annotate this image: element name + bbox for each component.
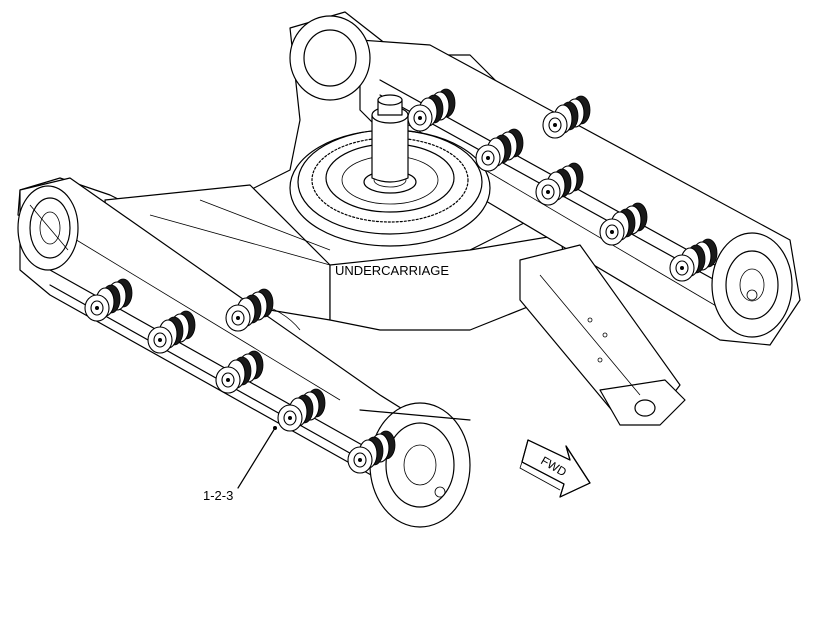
track-roller (407, 88, 456, 132)
callout-label: 1-2-3 (203, 488, 233, 503)
track-roller (84, 278, 133, 322)
track-roller (542, 95, 591, 139)
assembly-label: UNDERCARRIAGE (335, 263, 449, 278)
swing-bearing (289, 94, 491, 247)
track-roller (225, 288, 274, 332)
track-rollers (84, 88, 718, 474)
fwd-arrow: FWD (519, 439, 591, 498)
lower-right-bracket (519, 244, 686, 426)
callout: 1-2-3 (203, 426, 277, 503)
callout-leader-dot (273, 426, 277, 430)
track-roller (215, 350, 264, 394)
front-idler-left (359, 402, 471, 528)
track-roller (599, 202, 648, 246)
track-roller (347, 430, 396, 474)
track-roller (475, 128, 524, 172)
track-roller (277, 388, 326, 432)
track-roller (535, 162, 584, 206)
track-roller (669, 238, 718, 282)
track-roller (147, 310, 196, 354)
callout-leader-line (237, 427, 276, 489)
